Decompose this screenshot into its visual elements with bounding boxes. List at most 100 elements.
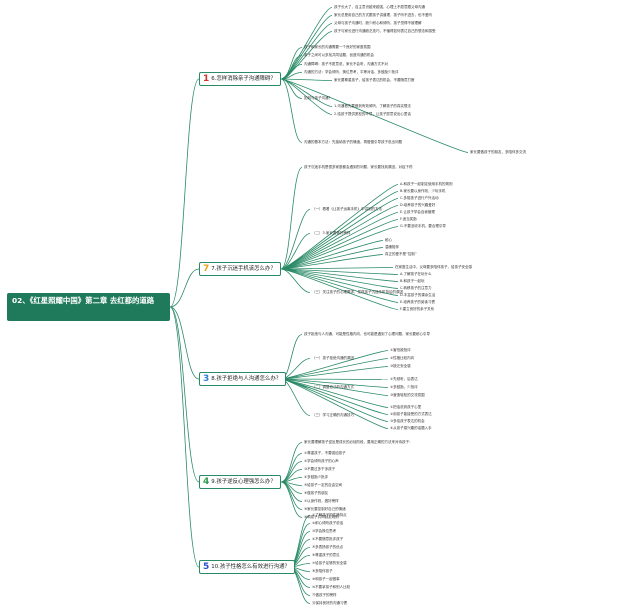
section-label: 10.孩子性格怎么有效进行沟通？ [211, 564, 290, 570]
leaf-topic[interactable]: E.让孩子学会自我管理 [400, 210, 435, 214]
leaf-topic[interactable]: ⑧家长要控制好自己的情绪 [304, 507, 346, 511]
leaf-topic[interactable]: 家长总是用自己的方式跟孩子讲道理，孩子听不进去，也不爱听 [334, 13, 432, 17]
leaf-topic[interactable]: ⑦给孩子足够的安全感 [312, 561, 347, 565]
leaf-branch-line [280, 254, 384, 270]
leaf-topic[interactable]: ②性格比较内向 [390, 356, 415, 360]
leaf-topic[interactable]: ①害怕被批评 [390, 348, 411, 352]
leaf-topic[interactable]: 家长要做孩子的朋友，多陪伴多交流 [470, 150, 526, 154]
leaf-topic[interactable]: ②用孩子能接受的方式表达 [390, 412, 432, 416]
root-topic[interactable]: 02、《红星照耀中国》第二章 去红都的道路 [7, 293, 170, 321]
leaf-topic[interactable]: 家长要理解孩子逆反是成长的必经阶段，要用正确的方法来对待孩子： [304, 440, 413, 444]
leaf-topic[interactable]: ①了解孩子的性格特点 [312, 513, 347, 517]
leaf-topic[interactable]: 1.沟通首先要做到有效倾听，了解孩子的真实想法 [334, 104, 411, 108]
leaf-branch-line [280, 350, 389, 380]
leaf-topic[interactable]: ②学会倾听孩子的心声 [304, 459, 339, 463]
leaf-topic[interactable]: ③缺乏安全感 [390, 364, 411, 368]
leaf-topic[interactable]: ④多鼓励少批评 [304, 475, 329, 479]
leaf-topic[interactable]: 耐心 [385, 238, 392, 242]
root-branch-line [169, 306, 200, 568]
leaf-topic[interactable]: 孩子沉迷手机是很多家庭都会遇到的问题，家长要找到原因，对症下药 [304, 165, 413, 169]
leaf-branch-line [280, 78, 469, 153]
leaf-topic[interactable]: ⑧多陪伴孩子 [312, 569, 333, 573]
leaf-topic[interactable]: （二）3.家长要做好榜样 [312, 231, 351, 235]
leaf-topic[interactable]: ⑨和孩子一起做事 [312, 577, 340, 581]
leaf-topic[interactable]: 亲子之间可以多找共同话题，创造沟通的机会 [304, 53, 374, 57]
leaf-topic[interactable]: ③学会换位思考 [312, 529, 337, 533]
root-branch-line [169, 268, 200, 308]
leaf-topic[interactable]: ⑥尊重孩子的意见 [312, 553, 340, 557]
leaf-topic[interactable]: 孩子长大了，自主意识越来越强，心理上不愿意跟父母沟通 [334, 5, 425, 9]
leaf-branch-line [280, 366, 389, 380]
leaf-topic[interactable]: 孩子和家长的沟通需要一个良好的家庭氛围 [304, 45, 371, 49]
section-number: 1 [203, 74, 210, 84]
section-number: 5 [203, 562, 210, 572]
leaf-topic[interactable]: （一）看看《让孩子远离手机》中讲到的方法 [312, 207, 382, 211]
leaf-topic[interactable]: ④不要随意批评孩子 [312, 537, 344, 541]
leaf-topic[interactable]: A.了解孩子在玩什么 [400, 272, 432, 276]
leaf-topic[interactable]: 沟通的基本方法：先接纳孩子的情绪，再慢慢引导孩子说出问题 [304, 140, 402, 144]
leaf-topic[interactable]: 2.给孩子提供宽松的环境，让孩子愿意说出心里话 [334, 112, 411, 116]
leaf-topic[interactable]: ⑩不要拿孩子和别人比较 [312, 585, 351, 589]
leaf-topic[interactable]: ⑥做孩子的朋友 [304, 491, 329, 495]
leaf-topic[interactable]: 父母与孩子沟通时，缺少耐心和倾听，孩子觉得不被理解 [334, 21, 422, 25]
leaf-branch-line [280, 268, 399, 282]
section-label: 6.怎样消除亲子沟通障碍？ [211, 76, 276, 82]
leaf-topic[interactable]: D.培养孩子的兴趣爱好 [400, 203, 436, 207]
leaf-branch-line [280, 378, 389, 429]
leaf-branch-line [280, 7, 333, 80]
leaf-topic[interactable]: ⑤多表扬孩子的优点 [312, 545, 344, 549]
leaf-topic[interactable]: 沟通的方法：学会倾听，换位思考，平等对话，多鼓励少批评 [304, 70, 399, 74]
leaf-topic[interactable]: 真正的爱不是“控制” [385, 252, 417, 256]
leaf-topic[interactable]: 沟通障碍：孩子不愿意说，家长不会听，沟通方式不对 [304, 62, 388, 66]
leaf-topic[interactable]: ⑨和孩子共同制定规则 [304, 515, 339, 519]
leaf-topic[interactable]: ③多给孩子表达的机会 [390, 419, 425, 423]
leaf-topic[interactable]: F.适当奖励 [400, 217, 417, 221]
section-number: 3 [203, 374, 210, 384]
leaf-topic[interactable]: 温暖陪伴 [385, 245, 399, 249]
leaf-topic[interactable]: G.不要没收手机，要合理引导 [400, 224, 446, 228]
leaf-topic[interactable]: ①先倾听，后表达 [390, 377, 418, 381]
leaf-topic[interactable]: 孩子与家长进行沟通缺乏技巧，不懂得如何表达自己的想法和感受 [334, 29, 436, 33]
leaf-topic[interactable]: （三）学习正确的沟通技巧 [312, 413, 354, 417]
leaf-topic[interactable]: ⑫保持良好的沟通习惯 [312, 601, 347, 605]
leaf-topic[interactable]: ⑦以身作则，做好榜样 [304, 499, 339, 503]
leaf-topic[interactable]: A.和孩子一起制定使用手机的规则 [400, 182, 453, 186]
leaf-topic[interactable]: ①把话说到孩子心里 [390, 405, 422, 409]
leaf-topic[interactable]: C.多陪孩子进行户外活动 [400, 196, 439, 200]
leaf-topic[interactable]: ②耐心倾听孩子说话 [312, 521, 344, 525]
leaf-branch-line [280, 268, 399, 310]
leaf-topic[interactable]: （三）关注孩子的心理需求，发现孩子沉迷手机背后的原因 [312, 290, 403, 294]
leaf-topic[interactable]: ③营造轻松的交流氛围 [390, 393, 425, 397]
leaf-topic[interactable]: 在家庭生活中，父母要多陪伴孩子，给孩子安全感 [395, 265, 472, 269]
leaf-topic[interactable]: ④从孩子感兴趣的话题入手 [390, 426, 432, 430]
leaf-branch-line [280, 78, 333, 107]
leaf-topic[interactable]: 孩子拒绝与人沟通，可能是性格内向，也可能是遇到了心理问题，家长要耐心引导 [304, 332, 430, 336]
leaf-topic[interactable]: ⑪做孩子的榜样 [312, 593, 337, 597]
leaf-topic[interactable]: C.转移孩子的注意力 [400, 286, 432, 290]
section-label: 9.孩子逆反心理强怎么办？ [211, 479, 276, 485]
leaf-topic[interactable]: D.丰富孩子的课余生活 [400, 293, 436, 297]
leaf-topic[interactable]: F.建立良好的亲子关系 [400, 307, 435, 311]
root-branch-line [169, 306, 200, 483]
leaf-topic[interactable]: E.培养孩子的阅读习惯 [400, 300, 435, 304]
leaf-topic[interactable]: B.家长要以身作则，少玩手机 [400, 189, 446, 193]
leaf-branch-line [280, 481, 303, 518]
leaf-topic[interactable]: ①尊重孩子，不要强迫孩子 [304, 451, 346, 455]
section-number: 4 [203, 477, 210, 487]
leaf-branch-line [280, 378, 389, 380]
leaf-topic[interactable]: 家长要尊重孩子，给孩子表达的机会，不要随意打断 [334, 78, 415, 82]
leaf-topic[interactable]: 如何与孩子沟通？ [304, 96, 332, 100]
leaf-topic[interactable]: ②多鼓励，少批评 [390, 385, 418, 389]
leaf-branch-line [280, 78, 303, 143]
leaf-topic[interactable]: （一）孩子拒绝沟通的原因 [312, 356, 354, 360]
root-branch-line [169, 306, 200, 380]
leaf-topic[interactable]: B.和孩子一起玩 [400, 279, 425, 283]
leaf-topic[interactable]: ③不要过多干涉孩子 [304, 467, 336, 471]
leaf-topic[interactable]: ⑤给孩子一定的自由空间 [304, 483, 343, 487]
leaf-topic[interactable]: （二）调整自己的沟通方式 [312, 385, 354, 389]
